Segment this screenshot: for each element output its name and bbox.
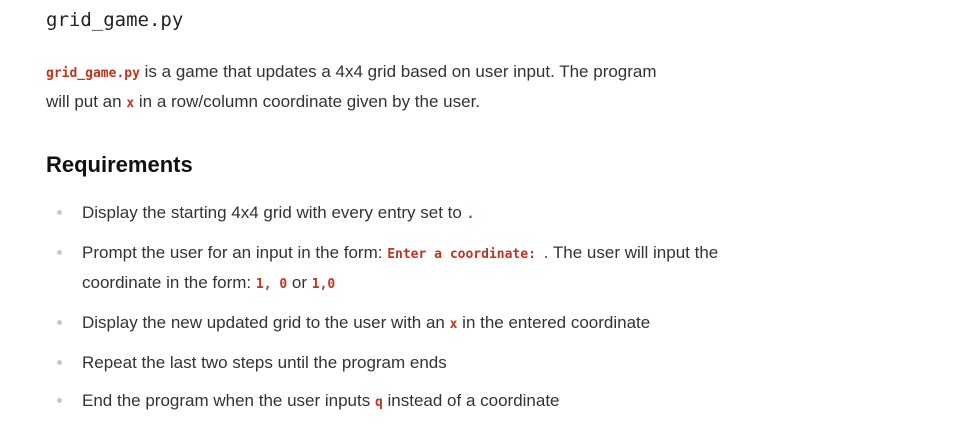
bullet-icon: [57, 360, 62, 365]
item-text: Repeat the last two steps until the prog…: [82, 353, 447, 372]
item-text: Prompt the user for an input in the form…: [82, 243, 388, 262]
intro-paragraph: grid_game.py is a game that updates a 4x…: [46, 58, 666, 118]
inline-code: Enter a coordinate:: [387, 247, 544, 262]
inline-code-x: x: [126, 96, 135, 111]
item-text: instead of a coordinate: [382, 391, 560, 410]
item-text: or: [287, 273, 312, 292]
intro-text-1: is a game that updates a 4x4 grid based …: [46, 62, 657, 111]
page-title: grid_game.py: [46, 9, 184, 31]
list-item: Prompt the user for an input in the form…: [46, 239, 766, 299]
list-item: End the program when the user inputs q i…: [46, 387, 766, 417]
bullet-icon: [57, 250, 62, 255]
item-text: . The user will input the coordinate in …: [82, 243, 719, 292]
item-text: Display the starting 4x4 grid with every…: [82, 203, 467, 222]
item-text: in the entered coordinate: [457, 313, 651, 332]
inline-code: q: [374, 395, 383, 410]
inline-code: 1,0: [311, 277, 336, 292]
item-text: End the program when the user inputs: [82, 391, 375, 410]
requirements-list: Display the starting 4x4 grid with every…: [46, 199, 766, 427]
inline-code-filename: grid_game.py: [46, 66, 140, 81]
bullet-icon: [57, 398, 62, 403]
bullet-icon: [57, 320, 62, 325]
list-item: Display the starting 4x4 grid with every…: [46, 199, 766, 229]
item-text: Display the new updated grid to the user…: [82, 313, 450, 332]
inline-code: x: [449, 317, 458, 332]
inline-code: 1, 0: [255, 277, 288, 292]
inline-code: .: [466, 207, 475, 222]
bullet-icon: [57, 210, 62, 215]
intro-text-2: in a row/column coordinate given by the …: [134, 92, 481, 111]
list-item: Display the new updated grid to the user…: [46, 309, 766, 339]
list-item: Repeat the last two steps until the prog…: [46, 349, 766, 377]
requirements-heading: Requirements: [46, 152, 193, 177]
